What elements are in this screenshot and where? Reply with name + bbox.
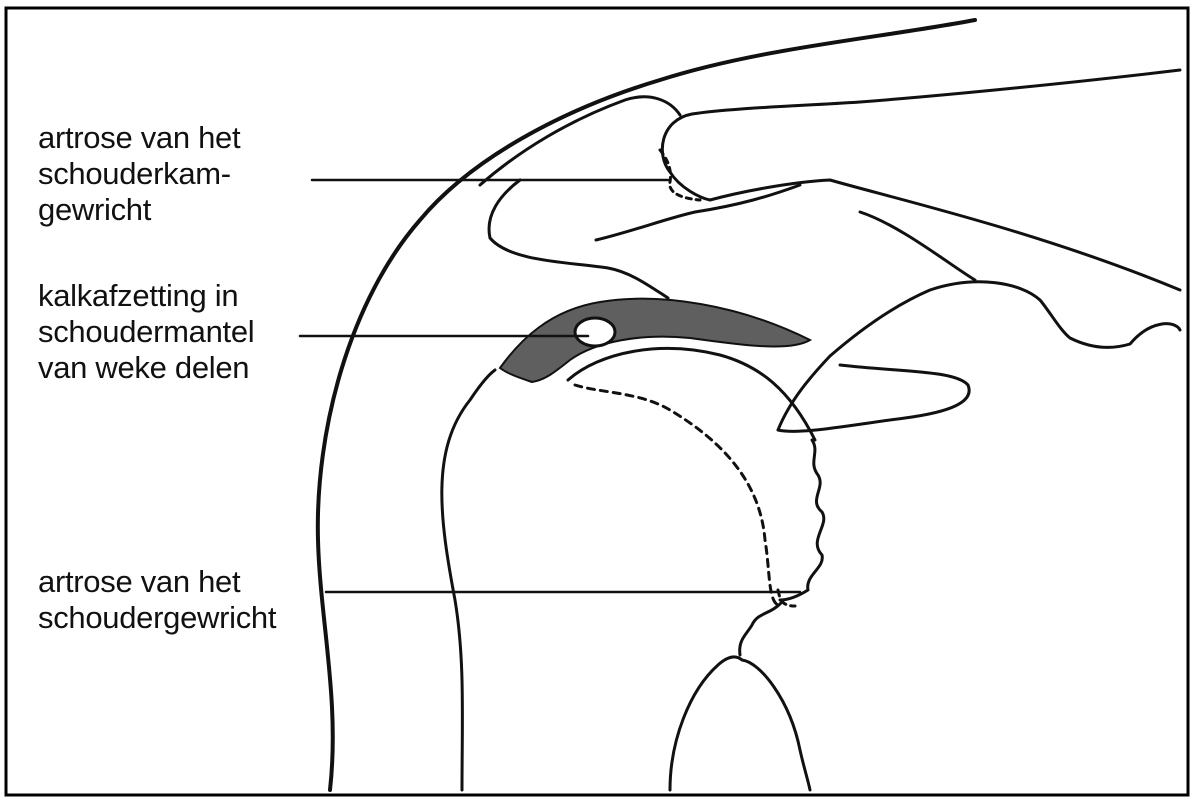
shoulder-skin-contour (318, 20, 975, 790)
coracoid-process (778, 282, 1180, 430)
acromion-underside (596, 185, 800, 240)
coracoid-tip (778, 365, 969, 431)
label-line: schoudermantel (38, 314, 254, 350)
scapular-neck-outline (740, 602, 782, 655)
label-line: kalkafzetting in (38, 278, 254, 314)
label-line: artrose van het (38, 120, 240, 156)
label-line: van weke delen (38, 350, 254, 386)
glenoid-dashed-contour (575, 385, 778, 605)
scapular-spine-line (860, 212, 975, 280)
label-acromioclavicular-arthrosis: artrose van het schouderkam- gewricht (38, 120, 240, 228)
calcified-rotator-cuff-band (500, 299, 810, 382)
calcification-deposit (575, 318, 615, 346)
clavicle-outline (662, 70, 1180, 290)
label-line: gewricht (38, 192, 240, 228)
lower-scapula-lobe (670, 657, 810, 790)
label-calcification: kalkafzetting in schoudermantel van weke… (38, 278, 254, 386)
label-line: artrose van het (38, 564, 276, 600)
glenohumeral-joint-margin (780, 440, 824, 600)
label-line: schoudergewricht (38, 600, 276, 636)
label-glenohumeral-arthrosis: artrose van het schoudergewricht (38, 564, 276, 636)
arm-contour (442, 370, 495, 790)
label-line: schouderkam- (38, 156, 240, 192)
acromion-lower-outline (489, 180, 668, 298)
